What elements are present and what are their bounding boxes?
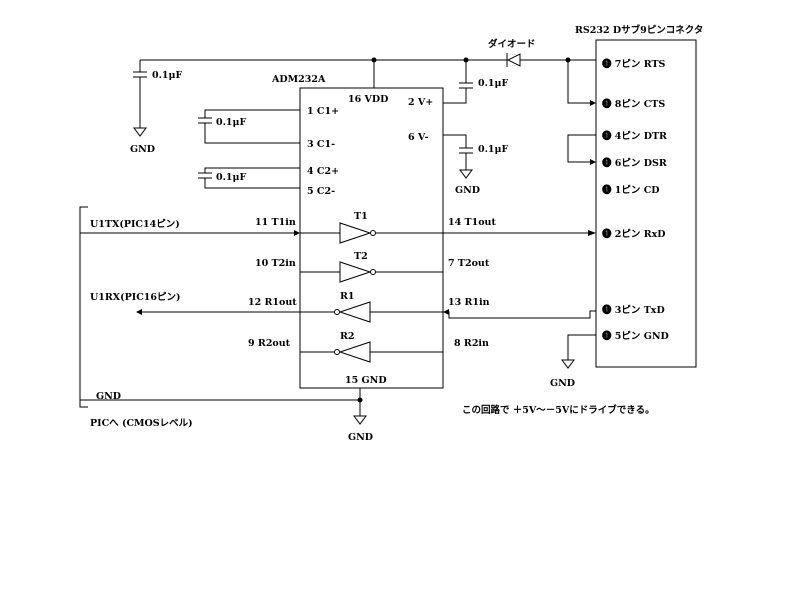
diode: ダイオード bbox=[488, 38, 536, 67]
gate-t1: T1 bbox=[339, 211, 376, 244]
pin-4-label: 4 C2+ bbox=[307, 166, 339, 177]
cap-vplus-value: 0.1μF bbox=[478, 78, 508, 89]
cap-c2-value: 0.1μF bbox=[216, 172, 246, 183]
cap-vminus-value: 0.1μF bbox=[478, 144, 508, 155]
rs232-pin-rts: ❶ 7ピン RTS bbox=[602, 58, 666, 70]
pin-11-label: 11 T1in bbox=[255, 217, 296, 228]
gnd-pic-label: GND bbox=[96, 391, 121, 402]
gate-r1: R1 bbox=[334, 291, 371, 323]
cap-vminus: 0.1μF GND bbox=[443, 134, 508, 196]
pin-13-label: 13 R1in bbox=[448, 297, 490, 308]
rs232-pin-cts: ❶ 8ピン CTS bbox=[602, 98, 665, 110]
signal-u1tx-t1in: U1TX(PIC14ピン) bbox=[80, 218, 443, 236]
gate-r2: R2 bbox=[334, 331, 371, 363]
rs232-title: RS232 Dサブ9ピンコネクタ bbox=[575, 24, 703, 36]
pic-u1rx-label: U1RX(PIC16ピン) bbox=[90, 291, 181, 303]
pic-level-label: PICへ (CMOSレベル) bbox=[90, 418, 193, 429]
pin-14-label: 14 T1out bbox=[448, 217, 496, 228]
dtr-dsr-loop bbox=[567, 134, 596, 165]
pic-ground: GND GND bbox=[80, 388, 373, 443]
cap-c2: 0.1μF bbox=[198, 167, 300, 189]
pic-u1tx-label: U1TX(PIC14ピン) bbox=[90, 218, 180, 230]
gate-t1-label: T1 bbox=[354, 211, 368, 222]
rs232-ground: GND bbox=[550, 334, 596, 389]
rs232-pin-gnd: ❶ 5ピン GND bbox=[602, 330, 669, 342]
signal-txd-r1in bbox=[443, 309, 596, 319]
cap-c1-value: 0.1μF bbox=[216, 117, 246, 128]
pin-12-label: 12 R1out bbox=[248, 297, 297, 308]
gnd-rs232-label: GND bbox=[550, 378, 575, 389]
rts-cts-loop bbox=[567, 60, 596, 106]
circuit-note: この回路で ＋5V〜－5Vにドライブできる。 bbox=[462, 404, 655, 416]
pin-9-label: 9 R2out bbox=[248, 338, 291, 349]
cap-vplus: 0.1μF bbox=[443, 60, 508, 104]
gate-t2-label: T2 bbox=[354, 251, 368, 262]
chip-body bbox=[299, 87, 444, 389]
gate-t2: T2 bbox=[339, 251, 376, 283]
rs232-connector-body bbox=[595, 39, 697, 368]
pin-5-label: 5 C2- bbox=[307, 186, 335, 197]
rs232-pin-cd: ❶ 1ピン CD bbox=[602, 184, 660, 196]
cap-top-left: 0.1μF GND bbox=[130, 60, 182, 155]
pin-6-label: 6 V- bbox=[408, 132, 429, 143]
cap-c1: 0.1μF bbox=[198, 109, 300, 144]
diode-label: ダイオード bbox=[488, 38, 536, 50]
chip-name: ADM232A bbox=[271, 74, 326, 85]
pin-8-label: 8 R2in bbox=[454, 338, 489, 349]
pin-7-label: 7 T2out bbox=[448, 258, 490, 269]
pin-3-label: 3 C1- bbox=[307, 139, 335, 150]
gnd-chip-label: GND bbox=[348, 432, 373, 443]
gnd-vminus-label: GND bbox=[455, 185, 480, 196]
signal-t1out-rxd bbox=[443, 230, 596, 236]
gnd-left-label: GND bbox=[130, 144, 155, 155]
gate-r2-label: R2 bbox=[340, 331, 355, 342]
signal-r1out-u1rx: U1RX(PIC16ピン) bbox=[90, 291, 443, 315]
gate-r1-label: R1 bbox=[340, 291, 355, 302]
cap-top-left-value: 0.1μF bbox=[152, 70, 182, 81]
pin-15-label: 15 GND bbox=[345, 375, 387, 386]
pic-bracket bbox=[79, 206, 88, 408]
pin-16-label: 16 VDD bbox=[348, 94, 388, 105]
pin-10-label: 10 T2in bbox=[255, 258, 296, 269]
rs232-pin-dtr: ❶ 4ピン DTR bbox=[602, 130, 667, 142]
rs232-pin-dsr: ❶ 6ピン DSR bbox=[602, 157, 667, 169]
pin-1-label: 1 C1+ bbox=[307, 106, 339, 117]
pin-2-label: 2 V+ bbox=[408, 97, 433, 108]
power-rail bbox=[140, 57, 596, 88]
rs232-pin-txd: ❶ 3ピン TxD bbox=[602, 304, 665, 316]
rs232-pin-rxd: ❶ 2ピン RxD bbox=[602, 228, 666, 240]
